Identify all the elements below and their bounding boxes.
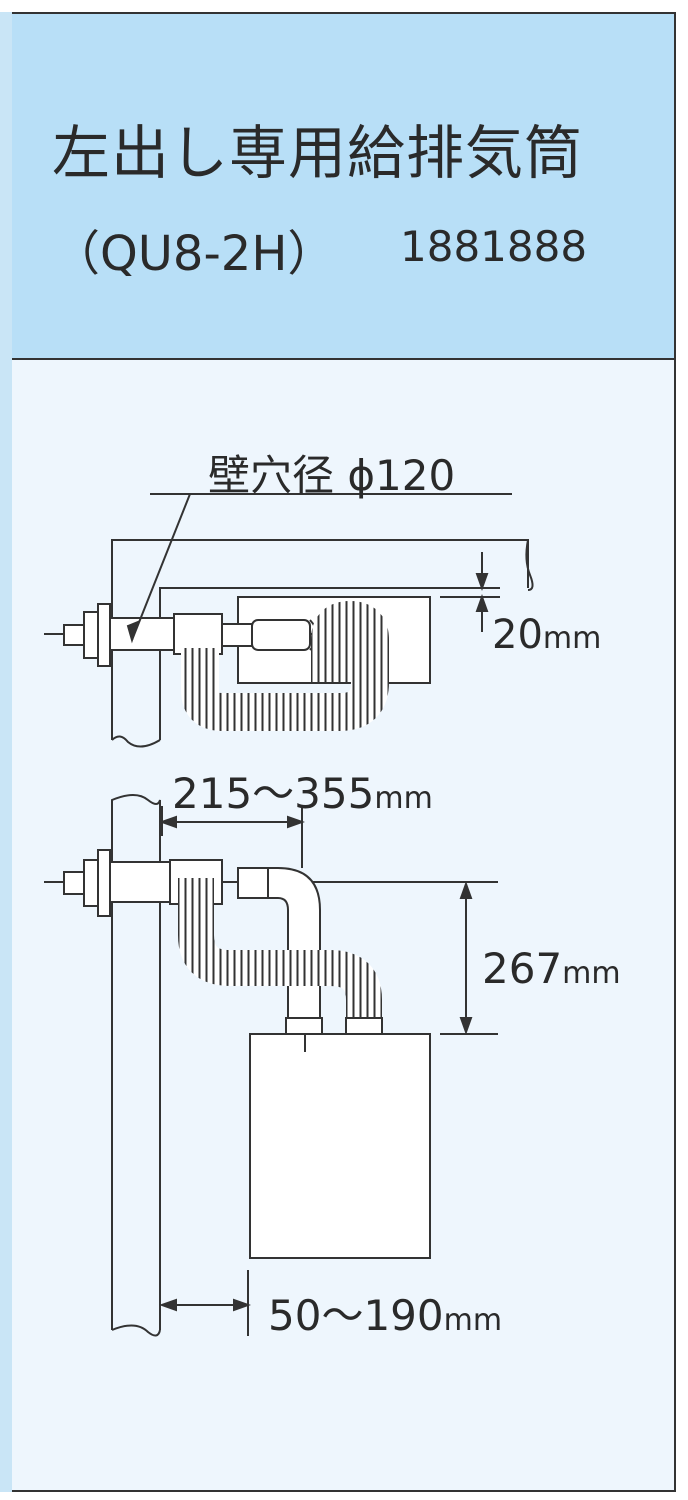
top-view-drawing: [44, 493, 534, 748]
hole-diameter-label: 壁穴径 ϕ120: [208, 451, 456, 500]
model-number: （QU8-2H）: [52, 226, 336, 282]
diagram-panel: [12, 360, 676, 1492]
wall-distance-value: 50～190: [268, 1291, 444, 1340]
horizontal-offset-value: 215～355: [172, 769, 375, 818]
wall-distance-unit: mm: [443, 1303, 503, 1338]
vertical-height-unit: mm: [562, 956, 621, 991]
top-clearance-label: 20mm: [492, 612, 601, 658]
horizontal-offset-label: 215～355mm: [172, 760, 433, 821]
side-view-drawing: [44, 794, 498, 1337]
wall-distance-label: 50～190mm: [268, 1282, 502, 1343]
vertical-height-label: 267mm: [482, 944, 621, 993]
vertical-height-value: 267: [482, 944, 563, 993]
horizontal-offset-unit: mm: [374, 781, 433, 816]
top-clearance-value: 20: [492, 612, 543, 658]
product-title: 左出し専用給排気筒: [52, 119, 584, 187]
product-code: 1881888: [400, 222, 588, 271]
header-panel: 左出し専用給排気筒 （QU8-2H） 1881888: [12, 12, 676, 360]
top-clearance-unit: mm: [542, 621, 602, 656]
